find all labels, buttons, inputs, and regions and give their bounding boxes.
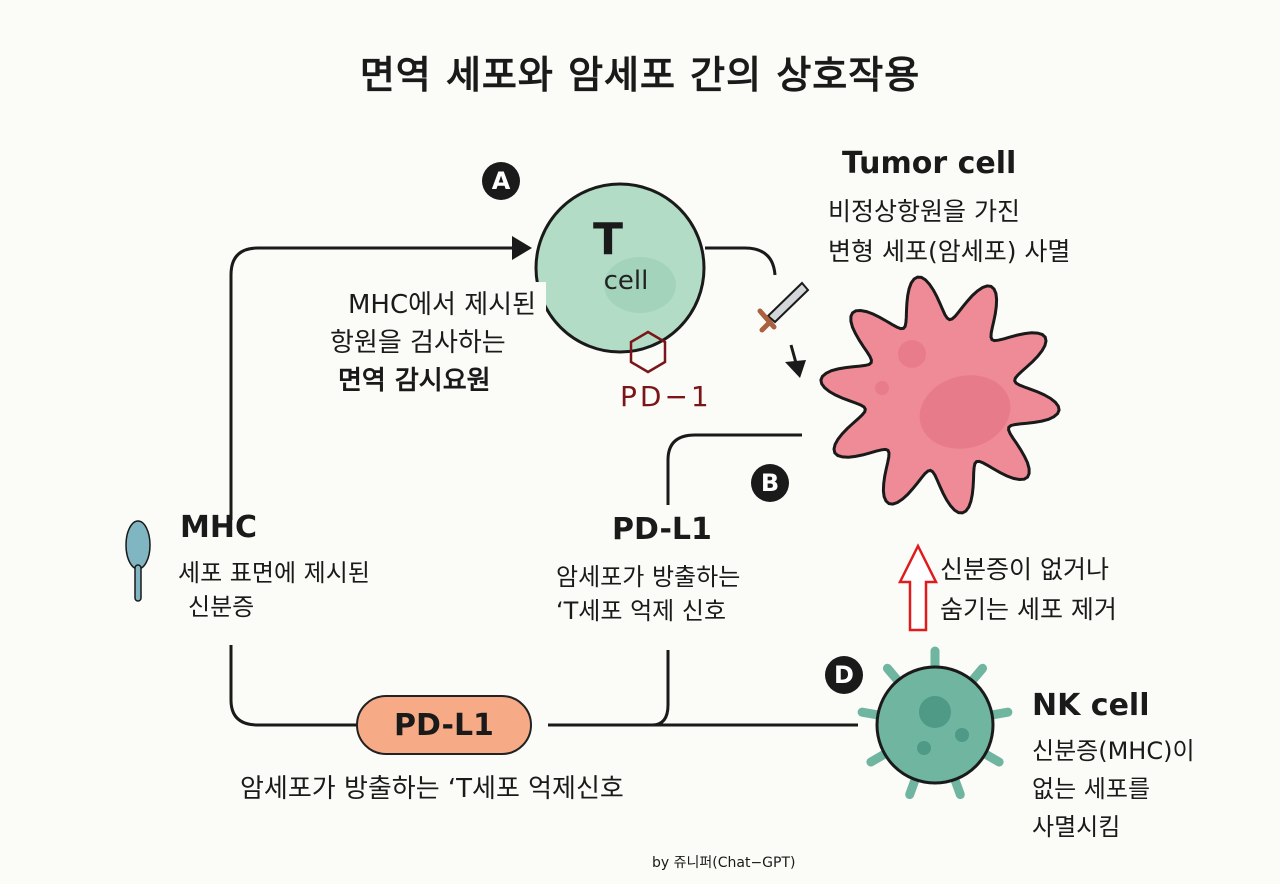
nk-cell-description: 신분증(MHC)이 없는 세포를 사멸시킴 (1032, 732, 1195, 846)
mhc-description-line: 신분증 (188, 593, 255, 621)
t-cell-label: T (592, 214, 623, 265)
nk-arrow-description: 신분증이 없거나 숨기는 세포 제거 (940, 550, 1117, 630)
pd-l1-pill-caption: 암세포가 방출하는 ‘T세포 억제신호 (240, 774, 624, 804)
sword-icon (757, 281, 810, 333)
nk-cell-description-line: 사멸시킴 (1032, 813, 1121, 841)
up-arrow-icon (897, 543, 939, 632)
tumor-cell-description-line: 변형 세포(암세포) 사멸 (828, 237, 1071, 266)
nk-cell-heading: NK cell (1032, 688, 1150, 723)
nk-cell-description-line: 신분증(MHC)이 (1032, 737, 1195, 765)
connector-tcell-to-tumor (705, 246, 777, 276)
arrowhead-to-tumor (785, 360, 806, 378)
t-cell-description-line: MHC에서 제시된 (348, 290, 537, 320)
badge-b: B (751, 464, 789, 502)
mhc-icon (125, 520, 151, 602)
tumor-cell-description: 비정상항원을 가진 변형 세포(암세포) 사멸 (828, 192, 1070, 272)
arrowhead-to-tcell (512, 236, 532, 260)
pd-l1-description-line: ‘T세포 억제 신호 (556, 597, 727, 625)
page-title: 면역 세포와 암세포 간의 상호작용 (359, 53, 921, 97)
nk-arrow-description-line: 숨기는 세포 제거 (940, 595, 1117, 624)
t-cell-description-line: 면역 감시요원 (338, 366, 491, 396)
connector-tumor-to-pdl1 (666, 433, 802, 505)
pd-l1-description: 암세포가 방출하는 ‘T세포 억제 신호 (556, 560, 740, 628)
badge-a: A (482, 162, 520, 200)
connector-pill-to-nk (548, 650, 670, 727)
mhc-description: 세포 표면에 제시된 신분증 (178, 556, 370, 624)
t-cell (534, 182, 706, 354)
pd-l1-description-line: 암세포가 방출하는 (556, 563, 741, 591)
pd1-receptor-icon (629, 330, 667, 374)
t-cell-sublabel: cell (603, 266, 649, 296)
nk-cell (857, 646, 1013, 800)
tumor-cell-description-line: 비정상항원을 가진 (828, 197, 1020, 226)
t-cell-description: MHC에서 제시된 항원을 검사하는 면역 감시요원 (318, 282, 547, 400)
connector-sword-to-tumor (789, 344, 798, 364)
t-cell-description-line: 항원을 검사하는 (330, 328, 506, 358)
mhc-description-line: 세포 표면에 제시된 (178, 559, 370, 587)
pd-l1-pill: PD-L1 (356, 695, 532, 755)
mhc-heading: MHC (180, 510, 257, 545)
pd-l1-heading: PD-L1 (612, 512, 712, 547)
tumor-cell (819, 275, 1061, 515)
badge-d: D (825, 656, 863, 694)
tumor-cell-heading: Tumor cell (842, 146, 1017, 181)
nk-cell-description-line: 없는 세포를 (1032, 775, 1151, 803)
connector-mhc-to-tcell (229, 246, 520, 520)
credit-text: by 쥬니퍼(Chat−GPT) (652, 855, 796, 871)
pd1-label: PD−1 (620, 380, 712, 413)
nk-arrow-description-line: 신분증이 없거나 (940, 555, 1109, 584)
connector-mhc-bottom (229, 645, 358, 727)
